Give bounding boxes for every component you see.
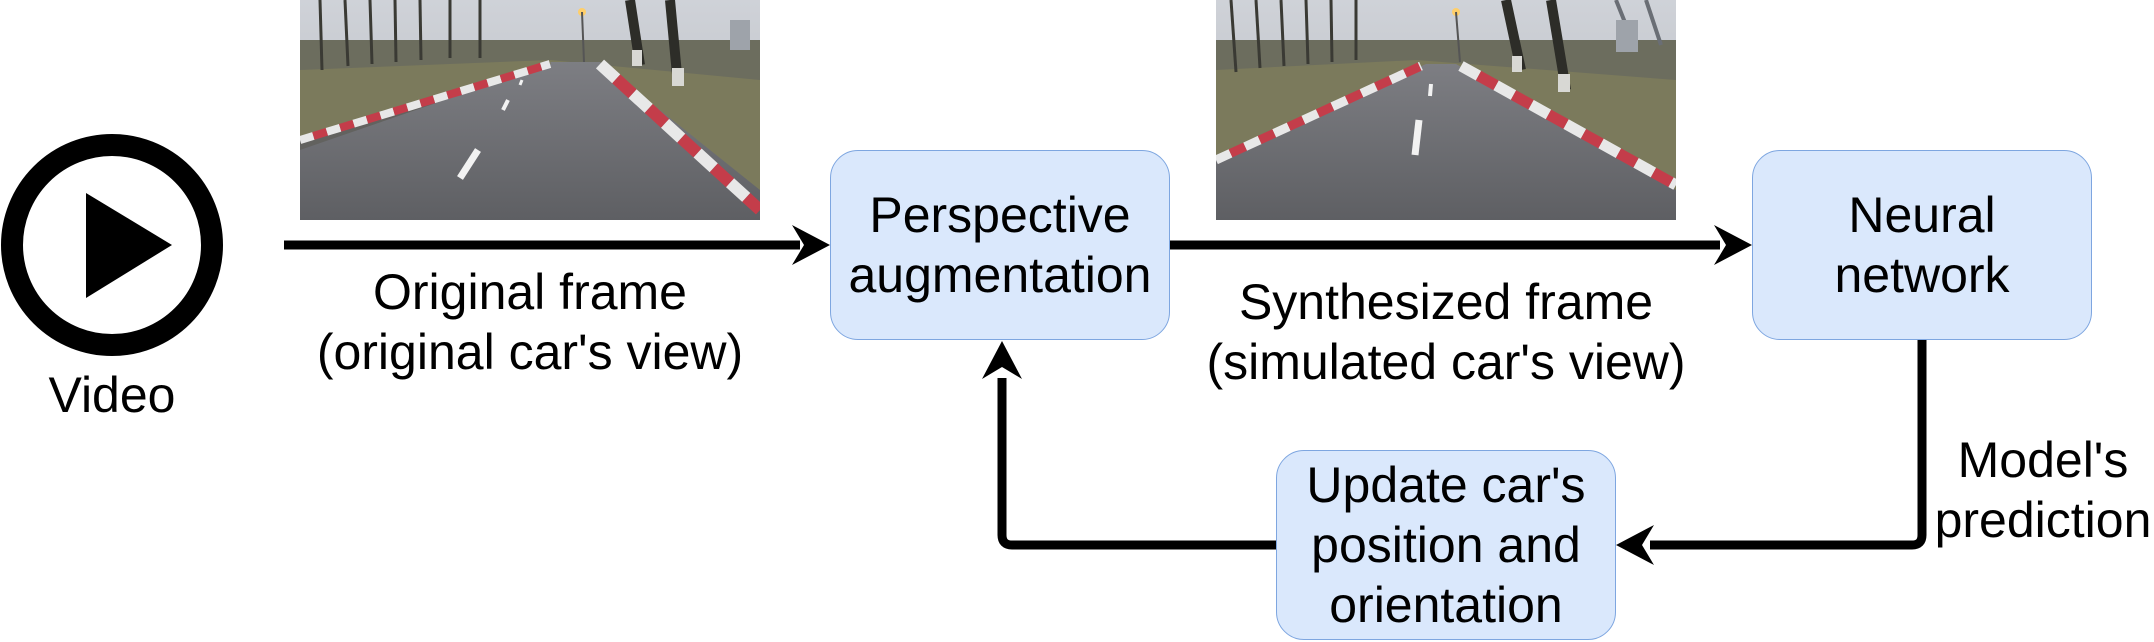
- model-prediction-label: Model's prediction: [1934, 432, 2152, 548]
- neural-network-box: Neural network: [1752, 150, 2092, 340]
- arrow-perspective-to-neural: [1170, 225, 1752, 265]
- road-photo-original-view: [300, 0, 760, 220]
- synthesized-frame-caption: Synthesized frame (simulated car's view): [1206, 274, 1686, 390]
- road-photo-simulated-view: [1216, 0, 1676, 220]
- video-label: Video: [48, 367, 176, 423]
- update-position-box: Update car's position and orientation: [1276, 450, 1616, 640]
- arrow-update-to-perspective: [982, 341, 1276, 550]
- arrow-video-to-perspective: [284, 225, 830, 265]
- original-frame-caption: Original frame (original car's view): [316, 264, 744, 380]
- play-circle-icon: [1, 134, 223, 356]
- arrow-neural-to-update: [1616, 340, 1927, 565]
- perspective-augmentation-box: Perspective augmentation: [830, 150, 1170, 340]
